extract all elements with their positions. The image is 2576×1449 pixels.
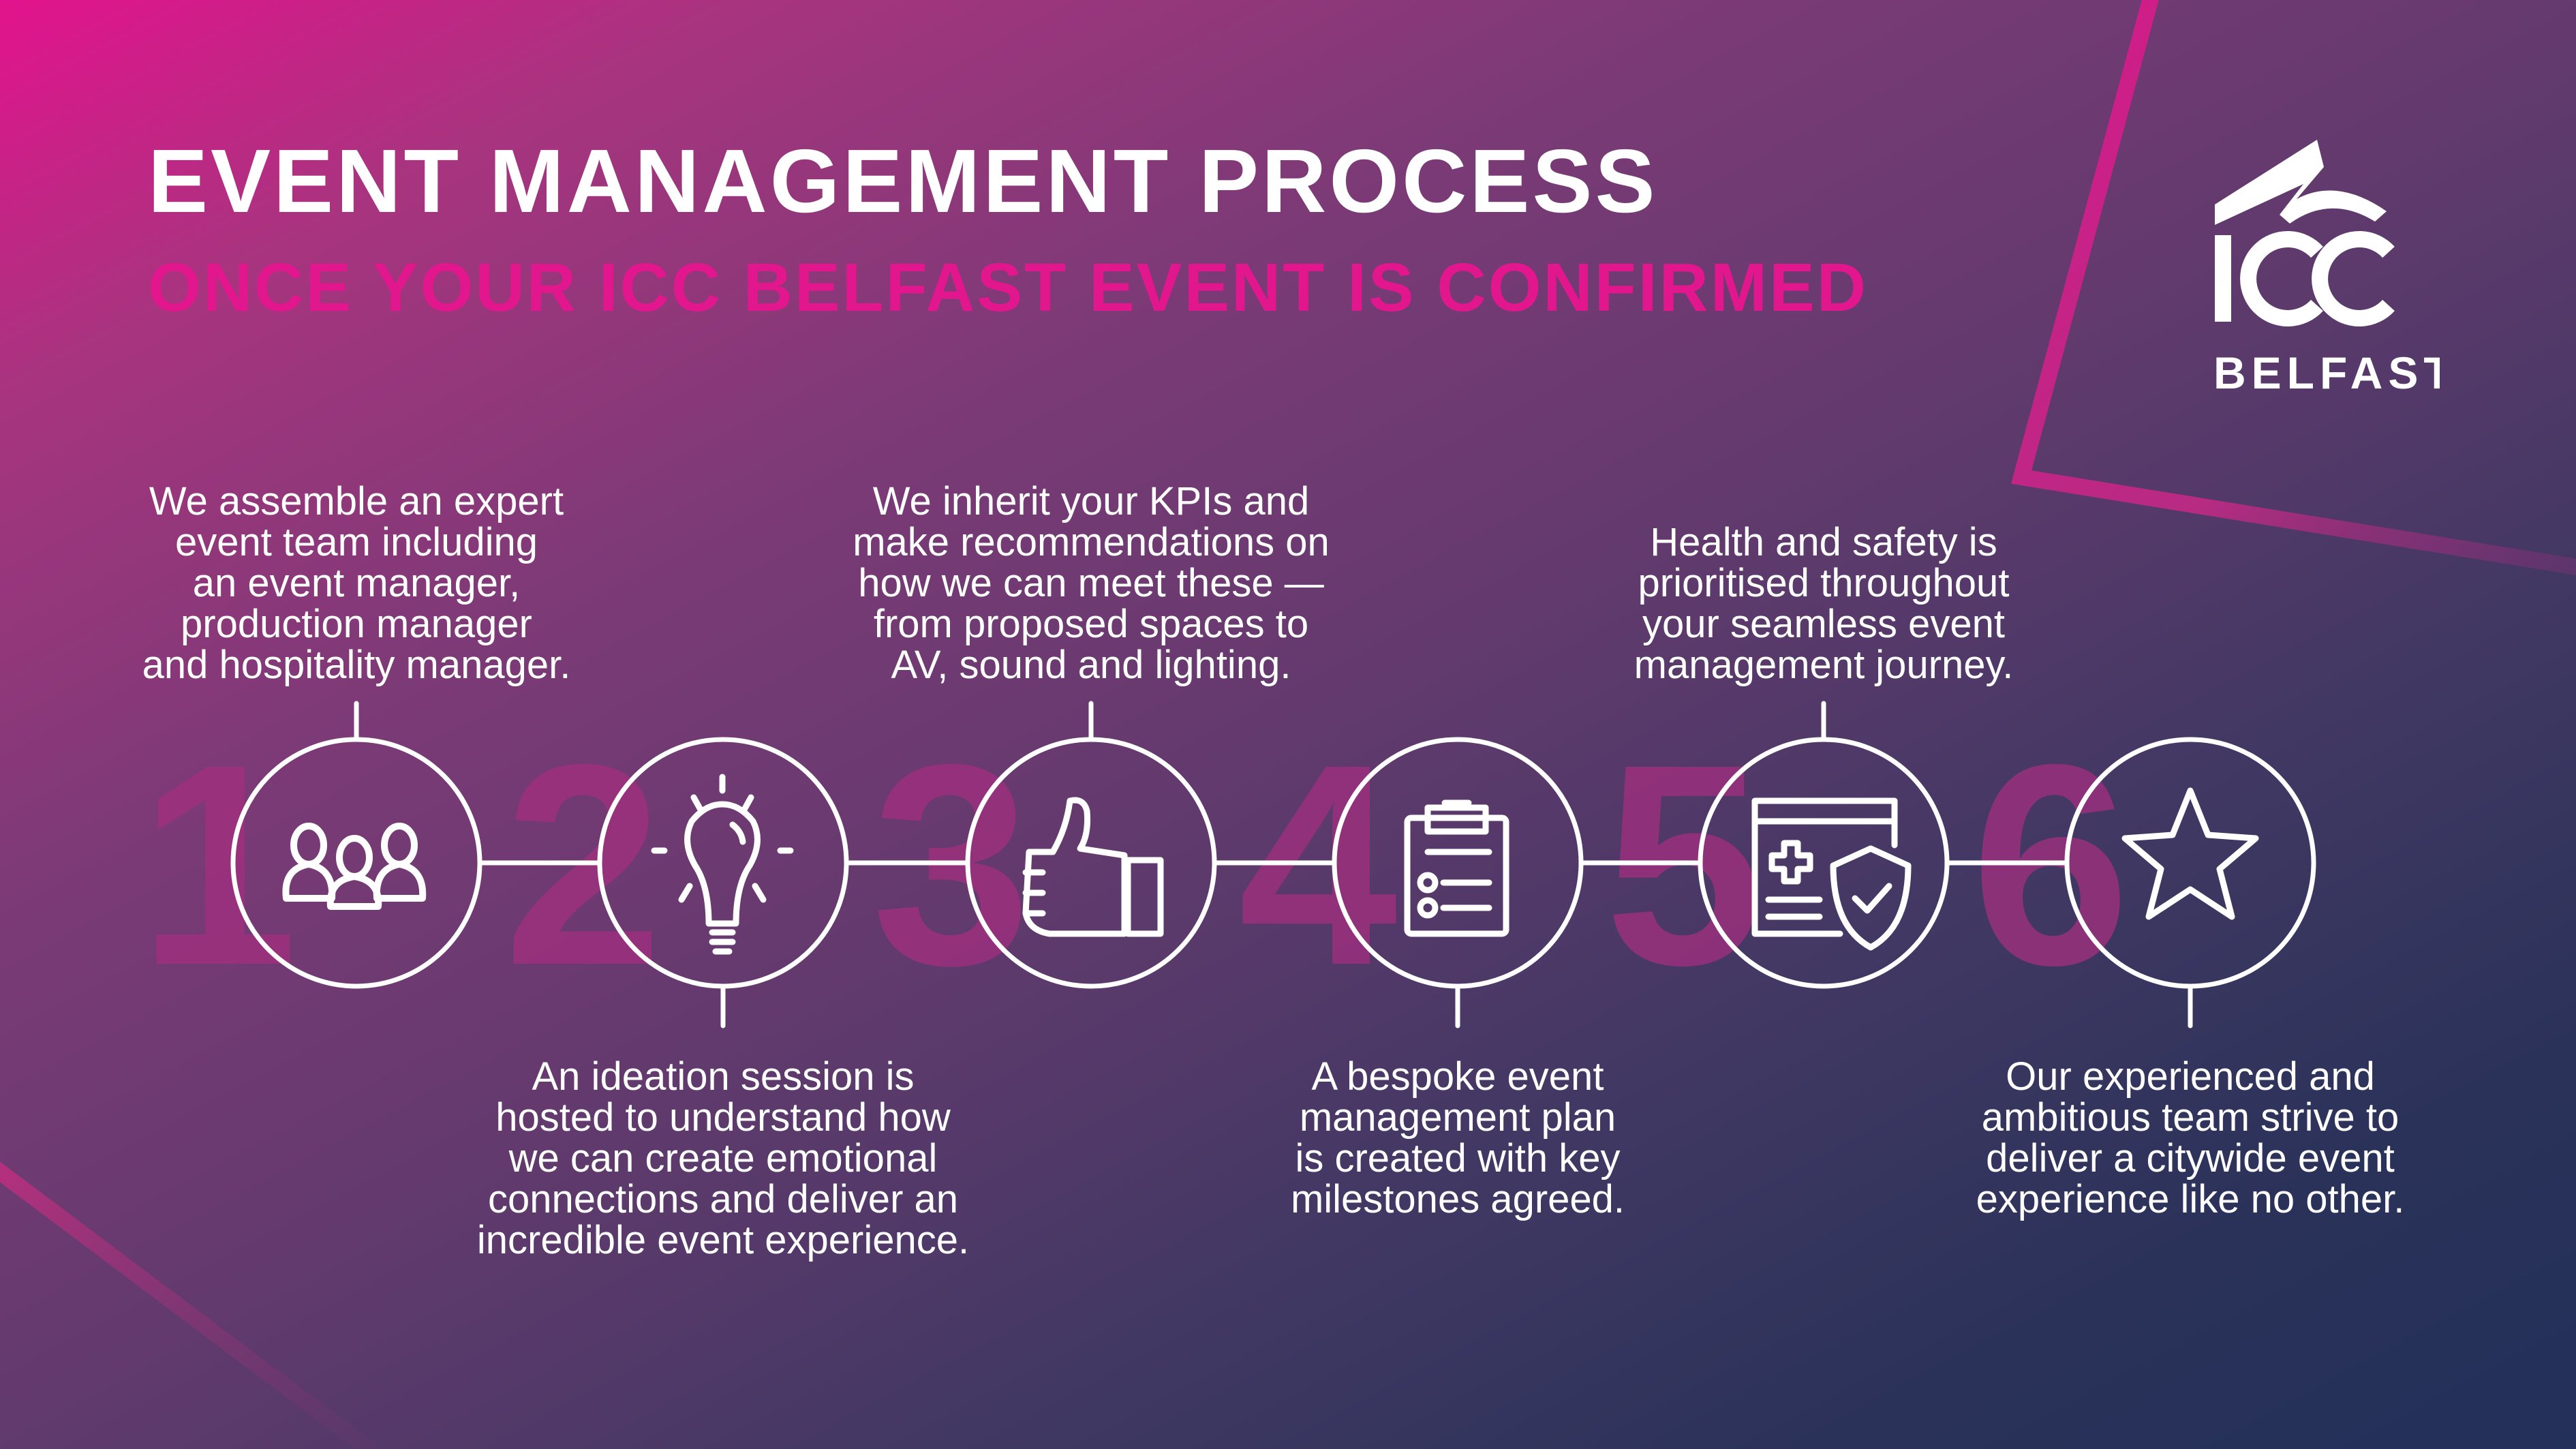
step-4-description: A bespoke event management plan is creat… bbox=[1290, 1054, 1625, 1221]
star-icon bbox=[2121, 787, 2259, 920]
page-subtitle: ONCE YOUR ICC BELFAST EVENT IS CONFIRMED bbox=[148, 249, 1868, 326]
step-circle-1 bbox=[230, 737, 482, 989]
step-circle-2 bbox=[597, 737, 849, 989]
step-3-description: We inherit your KPIs and make recommenda… bbox=[853, 479, 1330, 687]
lightbulb-icon bbox=[651, 774, 794, 955]
team-icon bbox=[282, 823, 427, 910]
step-5-description: Health and safety is prioritised through… bbox=[1634, 520, 2014, 687]
step-2-description: An ideation session is hosted to underst… bbox=[476, 1054, 970, 1262]
step-6-description: Our experienced and ambitious team striv… bbox=[1976, 1054, 2405, 1221]
clipboard-checklist-icon bbox=[1404, 799, 1509, 937]
step-circle-3 bbox=[965, 737, 1217, 989]
health-safety-icon bbox=[1751, 797, 1912, 951]
step-circle-5 bbox=[1698, 737, 1950, 989]
connector-lines bbox=[354, 701, 2193, 1028]
step-circle-4 bbox=[1332, 737, 1584, 989]
step-circle-6 bbox=[2064, 737, 2316, 989]
bottom-left-stripe bbox=[0, 1161, 383, 1449]
step-1-description: We assemble an expert event team includi… bbox=[142, 479, 571, 687]
page-title: EVENT MANAGEMENT PROCESS bbox=[148, 131, 1658, 231]
svg-text:BELFAST: BELFAST bbox=[2213, 348, 2440, 398]
thumbs-up-icon bbox=[1022, 797, 1164, 937]
top-right-stripe bbox=[2010, 0, 2576, 575]
step-number-1: 1 bbox=[138, 705, 298, 1025]
icc-belfast-logo: BELFAST bbox=[2213, 140, 2440, 398]
